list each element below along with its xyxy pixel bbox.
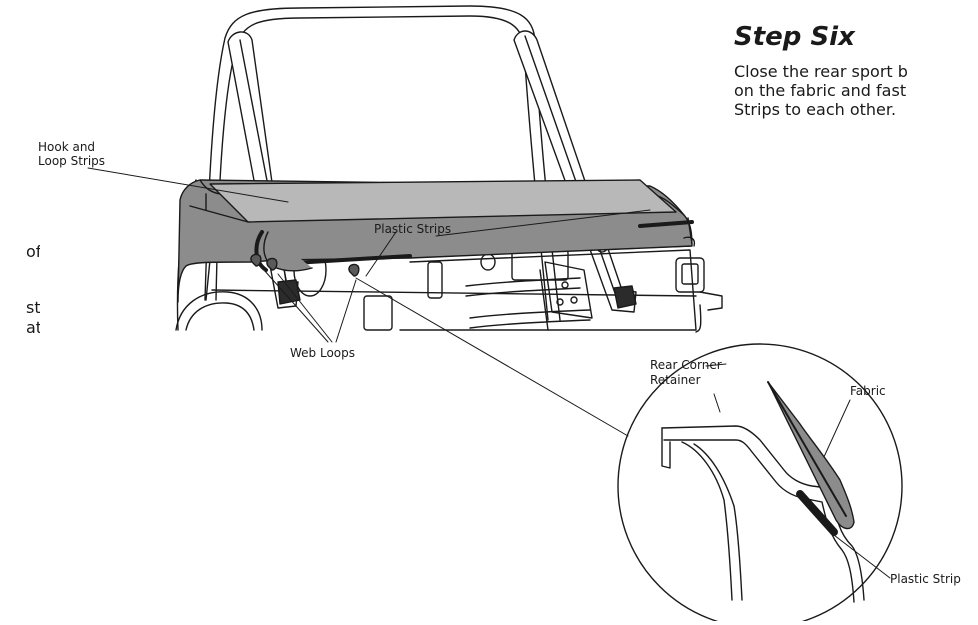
label-rear-corner-line1: Rear Corner [650, 358, 722, 372]
step-body-line: on the fabric and fast [734, 81, 907, 100]
label-hook-and-loop-line1: Hook and [38, 140, 96, 154]
label-fabric: Fabric [850, 384, 886, 398]
web-loops [250, 253, 360, 277]
roll-bar [204, 5, 637, 321]
step-title: Step Six [734, 22, 855, 52]
label-plastic-strip: Plastic Strip [890, 572, 961, 586]
left-partial-text: of strip at [0, 0, 40, 400]
label-plastic-strips: Plastic Strips [374, 222, 452, 236]
leader-lines [87, 167, 891, 579]
partial-line: at [26, 318, 40, 337]
partial-line: of [26, 242, 40, 261]
detail-view [617, 343, 903, 625]
label-web-loops: Web Loops [290, 346, 356, 360]
fabric-top [177, 179, 696, 309]
step-body-line: Strips to each other. [734, 100, 897, 119]
step-body: Close the rear sport b on the fabric and… [734, 0, 978, 120]
step-body-line: Close the rear sport b [734, 62, 908, 81]
partial-line: strip [26, 298, 40, 317]
label-hook-and-loop-line2: Loop Strips [38, 154, 106, 168]
label-rear-corner-line2: Retainer [650, 373, 701, 387]
